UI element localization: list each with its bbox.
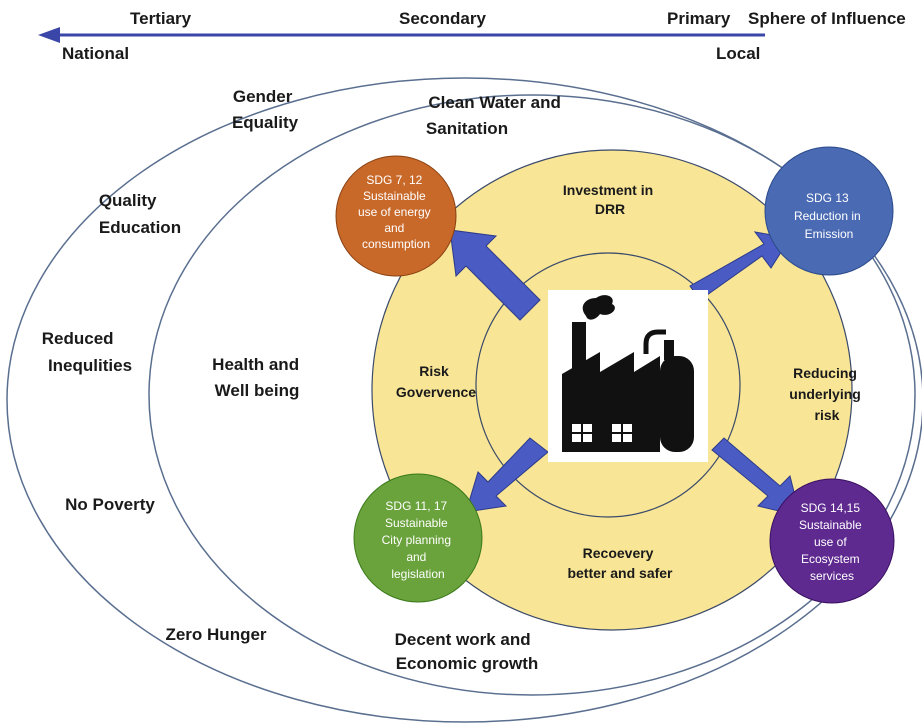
axis-tertiary-label: Tertiary bbox=[130, 9, 192, 28]
label-risk-governance: Risk Govervence bbox=[396, 363, 476, 400]
factory-silo-top bbox=[664, 340, 674, 360]
tertiary-ring bbox=[6, 77, 922, 723]
sdg-circle-11-17: SDG 11, 17 Sustainable City planning and… bbox=[353, 473, 483, 603]
label-clean-water: Clean Water and Sanitation bbox=[426, 93, 566, 138]
label-quality-education: Quality Education bbox=[99, 191, 181, 237]
axis-local-label: Local bbox=[716, 44, 760, 63]
label-recovery: Recoevery better and safer bbox=[567, 545, 673, 581]
arrows bbox=[449, 229, 801, 517]
label-zero-hunger: Zero Hunger bbox=[165, 625, 266, 644]
factory-icon bbox=[548, 290, 708, 462]
label-decent-work: Decent work and Economic growth bbox=[395, 630, 539, 673]
label-gender-equality: Gender Equality bbox=[232, 87, 299, 132]
sdg-circle-14-15: SDG 14,15 Sustainable use of Ecosystem s… bbox=[769, 478, 895, 604]
axis-secondary-label: Secondary bbox=[399, 9, 486, 28]
axis-national-label: National bbox=[62, 44, 129, 63]
arrow-to-sdg-11-17 bbox=[465, 437, 549, 513]
label-reduced-inequalities: Reduced Inequlities bbox=[42, 329, 132, 375]
sphere-axis-arrowhead bbox=[38, 27, 60, 43]
factory-smoke bbox=[582, 295, 615, 320]
secondary-ring bbox=[148, 94, 916, 696]
label-reducing-risk: Reducing underlying risk bbox=[789, 365, 864, 423]
axis-primary-label: Primary bbox=[667, 9, 731, 28]
factory-pipe bbox=[643, 329, 666, 354]
label-health: Health and Well being bbox=[212, 355, 304, 400]
sdg-circle-7-12-text: SDG 7, 12 Sustainable use of energy and … bbox=[358, 173, 434, 251]
label-investment-drr: Investment in DRR bbox=[563, 182, 657, 217]
sdg-circle-13: SDG 13 Reduction in Emission bbox=[764, 146, 894, 276]
sphere-axis: Tertiary Secondary Primary Sphere of Inf… bbox=[38, 9, 906, 63]
factory-windows bbox=[572, 424, 632, 442]
sdg-circle-13-text: SDG 13 Reduction in Emission bbox=[794, 191, 864, 241]
sdg-circle-7-12: SDG 7, 12 Sustainable use of energy and … bbox=[335, 155, 457, 277]
factory-silo bbox=[660, 356, 694, 452]
sdg-circle-14-15-text: SDG 14,15 Sustainable use of Ecosystem s… bbox=[799, 501, 865, 583]
arrow-to-sdg-7-12 bbox=[449, 229, 541, 321]
axis-sphere-label: Sphere of Influence bbox=[748, 9, 906, 28]
sdg-circle-11-17-text: SDG 11, 17 Sustainable City planning and… bbox=[382, 499, 455, 581]
label-no-poverty: No Poverty bbox=[65, 495, 155, 514]
